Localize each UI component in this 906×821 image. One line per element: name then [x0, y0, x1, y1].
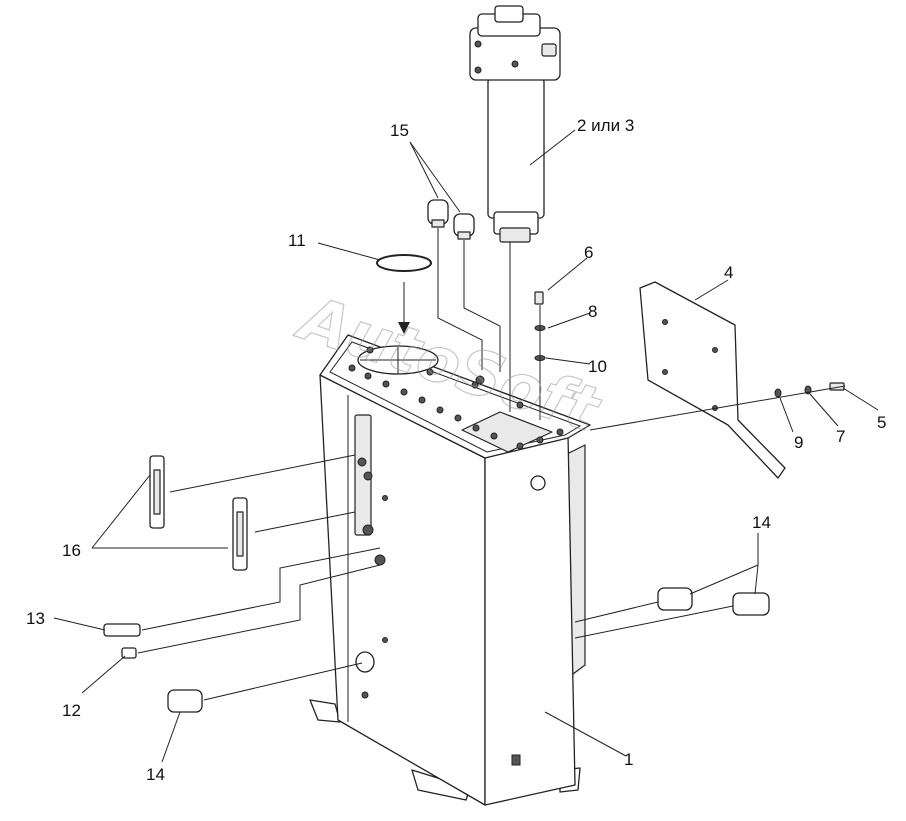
- fitting-12: [121, 647, 137, 659]
- adapter-14-right-1: [657, 587, 693, 611]
- callout-15: 15: [390, 121, 409, 140]
- callout-16: 16: [62, 541, 81, 560]
- breather-caps: [427, 199, 501, 372]
- mounting-bracket: [639, 281, 786, 479]
- callout-5: 5: [877, 413, 886, 432]
- hardware: [534, 291, 846, 431]
- adapters: [167, 587, 770, 713]
- hydraulic-tank: [309, 334, 591, 806]
- callout-10: 10: [588, 357, 607, 376]
- callout-1: 1: [624, 750, 633, 769]
- callout-2-or-3: 2 или 3: [577, 116, 634, 135]
- callout-6: 6: [584, 243, 593, 262]
- callout-leaders: [53, 129, 879, 763]
- callout-12: 12: [62, 701, 81, 720]
- bolt-6: [534, 291, 544, 305]
- callout-8: 8: [588, 302, 597, 321]
- bracket-plate: [639, 281, 786, 479]
- callout-labels: 1 2 или 3 4 5 6 7 8 9 10 11 12 13 14 14 …: [26, 116, 886, 784]
- o-ring: [376, 254, 432, 334]
- callout-14-right: 14: [752, 513, 771, 532]
- adapter-14-right-2: [732, 592, 770, 616]
- washer-9: [774, 388, 782, 398]
- return-filter: [469, 5, 561, 412]
- callout-14-left: 14: [146, 765, 165, 784]
- adapter-14-left: [167, 689, 203, 713]
- tank-foot-left: [309, 699, 341, 723]
- callout-7: 7: [836, 427, 845, 446]
- callout-11: 11: [288, 231, 306, 250]
- tank-top-rim: [329, 341, 582, 453]
- callout-13: 13: [26, 609, 45, 628]
- tank-front-face: [484, 434, 576, 806]
- sight-gauges: [149, 454, 356, 571]
- filter-canister: [487, 77, 545, 219]
- drain-port: [355, 651, 375, 673]
- fitting-13: [103, 623, 141, 637]
- filter-cover-plate: [461, 411, 553, 453]
- callout-9: 9: [794, 433, 803, 452]
- callout-4: 4: [724, 263, 733, 282]
- front-port: [530, 475, 546, 491]
